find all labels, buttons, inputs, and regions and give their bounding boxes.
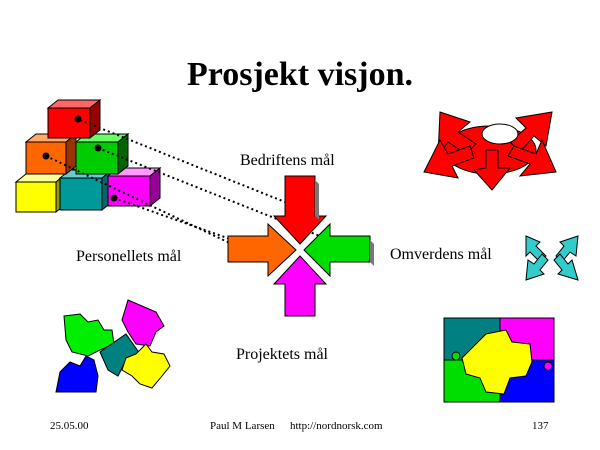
block-pyramid — [14, 98, 162, 214]
puzzle-center-yellow — [461, 329, 533, 395]
block-green — [74, 132, 130, 176]
arrow-left-green — [303, 222, 371, 278]
footer-page-number: 137 — [532, 420, 549, 432]
block-yellow — [14, 172, 68, 214]
block-red — [46, 98, 102, 140]
assembled-puzzle — [443, 317, 555, 403]
arrow-shadows — [315, 180, 374, 266]
scattered-puzzle-pieces — [55, 299, 171, 393]
footer-date: 25.05.00 — [50, 420, 89, 432]
slide-title: Prosjekt visjon. — [186, 56, 414, 93]
footer-author: Paul M Larsen — [210, 420, 275, 432]
label-bedriftens-mal: Bedriftens mål — [240, 152, 335, 169]
footer-url[interactable]: http://nordnorsk.com — [290, 420, 383, 432]
block-teal — [58, 168, 114, 212]
block-magenta — [106, 166, 162, 208]
converging-arrows — [227, 175, 371, 317]
label-personellets-mal: Personellets mål — [76, 248, 182, 265]
puzzle-piece-blue — [55, 355, 99, 393]
label-omverdens-mal: Omverdens mål — [390, 246, 492, 263]
diverging-arrows-icon — [423, 111, 557, 191]
label-projektets-mal: Projektets mål — [236, 346, 328, 363]
converging-arrows-icon — [525, 235, 579, 281]
puzzle-piece-green — [63, 313, 115, 357]
puzzle-piece-yellow — [121, 343, 171, 389]
block-orange — [24, 132, 78, 176]
arrow-right-orange — [227, 222, 297, 278]
puzzle-piece-magenta — [121, 299, 165, 347]
arrow-up-magenta — [272, 255, 328, 317]
